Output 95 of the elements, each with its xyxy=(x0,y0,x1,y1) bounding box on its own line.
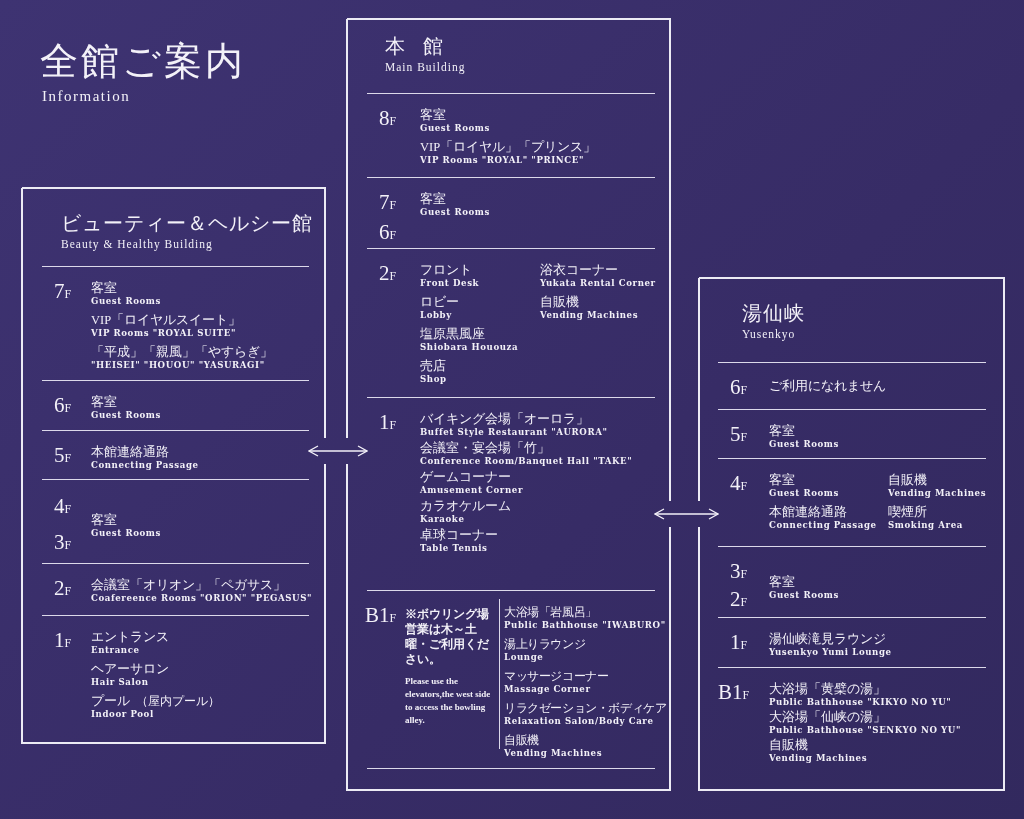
facility-name: 客室 xyxy=(769,424,795,439)
facility-name-english: Public Bathhouse "IWABURO" xyxy=(504,620,666,631)
double-arrow xyxy=(308,445,368,457)
facility-name-english: Lobby xyxy=(420,310,452,321)
facility-name-english: Public Bathhouse "SENKYO NO YU" xyxy=(769,725,962,736)
facility-name-english: Guest Rooms xyxy=(91,296,161,307)
facility-name-english: Karaoke xyxy=(420,514,465,525)
facility-name-english: Public Bathhouse "KIKYO NO YU" xyxy=(769,697,952,708)
facility-name-english: Conference Room/Banquet Hall "TAKE" xyxy=(420,456,633,467)
notice-text: ※ボウリング場営業は木～土曜・ご利用ください。 xyxy=(405,607,490,667)
facility-name: ロビー xyxy=(420,295,459,310)
facility-name: VIP「ロイヤル」「プリンス」 xyxy=(420,140,597,155)
facility-name-english: Relaxation Salon/Body Care xyxy=(504,716,654,727)
page-title: 全館ご案内 xyxy=(40,39,246,84)
building-name: ビューティー＆ヘルシー館 xyxy=(61,211,313,236)
building-name: 本館 xyxy=(385,34,461,59)
facility-name-english: Vending Machines xyxy=(888,488,987,499)
double-arrow xyxy=(654,508,719,520)
facility-name-english: Guest Rooms xyxy=(91,528,161,539)
facility-name: ヘアーサロン xyxy=(91,662,169,677)
building-name-english: Main Building xyxy=(385,61,466,73)
building-name-english: Yusenkyo xyxy=(742,328,796,340)
facility-name: 大浴場「仙峡の湯」 xyxy=(769,710,886,725)
facility-name: 客室 xyxy=(769,575,795,590)
facility-name: 自販機 xyxy=(888,473,927,488)
facility-name-english: VIP Rooms "ROYAL" "PRINCE" xyxy=(420,155,584,166)
facility-name: 会議室・宴会場「竹」 xyxy=(420,441,550,456)
facility-name: 本館連絡通路 xyxy=(91,445,169,460)
page-subtitle: Information xyxy=(42,88,131,105)
facility-name-english: Hair Salon xyxy=(91,677,149,688)
facility-name-english: Front Desk xyxy=(420,278,480,289)
facility-name: リラクゼーション・ボディケア xyxy=(504,701,667,716)
facility-name-english: Lounge xyxy=(504,652,544,663)
facility-name-english: Entrance xyxy=(91,645,140,656)
notice-text: Please use the elevators,the west side to access the bowling alley. xyxy=(405,675,492,727)
facility-name: 大浴場「岩風呂」 xyxy=(504,605,597,620)
facility-name-english: Buffet Style Restaurant "AURORA" xyxy=(420,427,608,438)
facility-name-english: Connecting Passage xyxy=(769,520,877,531)
facility-name: エントランス xyxy=(91,630,169,645)
facility-name: 会議室「オリオン」「ペガサス」 xyxy=(91,578,286,593)
facility-name-english: Coafereence Rooms "ORION" "PEGASUS" xyxy=(91,593,313,604)
facility-name: カラオケルーム xyxy=(420,499,511,514)
facility-name-english: VIP Rooms "ROYAL SUITE" xyxy=(91,328,236,339)
facility-name: 「平成」「親風」「やすらぎ」 xyxy=(91,345,273,360)
facility-name: 自販機 xyxy=(540,295,579,310)
building-panel xyxy=(699,278,1004,790)
facility-name: VIP「ロイヤルスイート」 xyxy=(91,313,242,328)
facility-name-english: Guest Rooms xyxy=(769,488,839,499)
facility-name: 自販機 xyxy=(769,738,808,753)
facility-name-english: Table Tennis xyxy=(420,543,488,554)
facility-name-english: Vending Machines xyxy=(540,310,639,321)
facility-name-english: Guest Rooms xyxy=(420,207,490,218)
facility-name: 客室 xyxy=(420,192,446,207)
facility-name: 客室 xyxy=(420,108,446,123)
facility-name-english: Yusenkyo Yumi Lounge xyxy=(769,647,892,658)
facility-name: 湯上りラウンジ xyxy=(504,637,586,652)
facility-name-english: Massage Corner xyxy=(504,684,591,695)
facility-name: 客室 xyxy=(769,473,795,488)
building-name: 湯仙峡 xyxy=(742,301,805,326)
facility-name-english: "HEISEI" "HOUOU" "YASURAGI" xyxy=(91,360,265,371)
facility-name-english: Guest Rooms xyxy=(420,123,490,134)
facility-name: バイキング会場「オーロラ」 xyxy=(420,412,589,427)
facility-name-english: Yukata Rental Corner xyxy=(540,278,656,289)
facility-name-english: Amusement Corner xyxy=(420,485,524,496)
facility-name: 塩原黒風座 xyxy=(420,327,485,342)
facility-name: 客室 xyxy=(91,395,117,410)
facility-name-english: Guest Rooms xyxy=(91,410,161,421)
building-panel xyxy=(22,188,325,743)
facility-name: ゲームコーナー xyxy=(420,470,511,485)
facility-name-english: Guest Rooms xyxy=(769,439,839,450)
facility-name: 本館連絡通路 xyxy=(769,505,847,520)
facility-name-english: Guest Rooms xyxy=(769,590,839,601)
facility-name: 喫煙所 xyxy=(888,505,927,520)
facility-name: ご利用になれません xyxy=(769,379,886,394)
facility-name: 卓球コーナー xyxy=(420,528,498,543)
building-panel xyxy=(347,19,670,790)
facility-name-english: Shiobara Hououza xyxy=(420,342,519,353)
facility-note: （屋内プール） xyxy=(136,694,220,709)
facility-name: 客室 xyxy=(91,513,117,528)
facility-name: プール xyxy=(91,694,130,709)
facility-name: 湯仙峡滝見ラウンジ xyxy=(769,632,886,647)
facility-name: フロント xyxy=(420,263,472,278)
facility-name-english: Vending Machines xyxy=(504,748,603,759)
facility-name-english: Vending Machines xyxy=(769,753,868,764)
building-name-english: Beauty & Healthy Building xyxy=(61,238,213,250)
facility-name: 浴衣コーナー xyxy=(540,263,618,278)
facility-name: マッサージコーナー xyxy=(504,669,609,684)
facility-name: 売店 xyxy=(420,359,446,374)
facility-name-english: Connecting Passage xyxy=(91,460,199,471)
facility-name-english: Smoking Area xyxy=(888,520,963,531)
facility-name-english: Indoor Pool xyxy=(91,709,154,720)
facility-name: 客室 xyxy=(91,281,117,296)
facility-name-english: Shop xyxy=(420,374,447,385)
facility-name: 自販機 xyxy=(504,733,539,748)
facility-name: 大浴場「黄檗の湯」 xyxy=(769,682,886,697)
